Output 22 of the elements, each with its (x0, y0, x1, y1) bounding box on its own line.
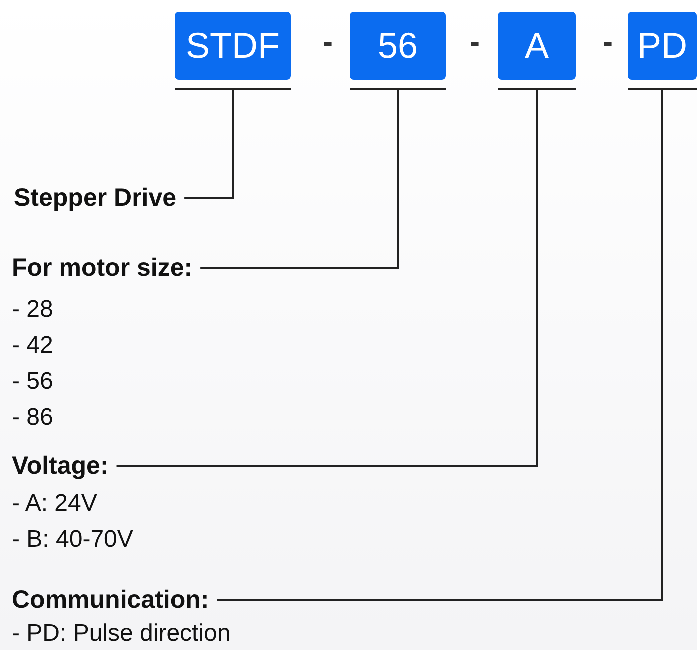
separator-dash: - (470, 28, 480, 58)
option-text: - 56 (12, 367, 54, 397)
separator-dash: - (323, 28, 333, 58)
code-box: PD (628, 12, 697, 80)
option-text: - PD: Pulse direction (12, 619, 231, 649)
option-text: - A: 24V (12, 489, 98, 519)
option-text: - 28 (12, 295, 54, 325)
leader-line (184, 90, 234, 199)
code-box: 56 (350, 12, 446, 80)
option-text: - B: 40-70V (12, 525, 134, 555)
code-box: A (498, 12, 576, 80)
option-text: - 42 (12, 331, 54, 361)
leader-line (217, 90, 664, 601)
option-text: - 86 (12, 403, 54, 433)
leader-line (200, 90, 399, 269)
code-box: STDF (175, 12, 291, 80)
field-heading: Voltage: (12, 451, 117, 481)
leader-line (116, 90, 538, 467)
field-heading: Stepper Drive (14, 183, 185, 213)
field-heading: Communication: (12, 585, 218, 615)
field-heading: For motor size: (12, 253, 201, 283)
separator-dash: - (603, 28, 613, 58)
